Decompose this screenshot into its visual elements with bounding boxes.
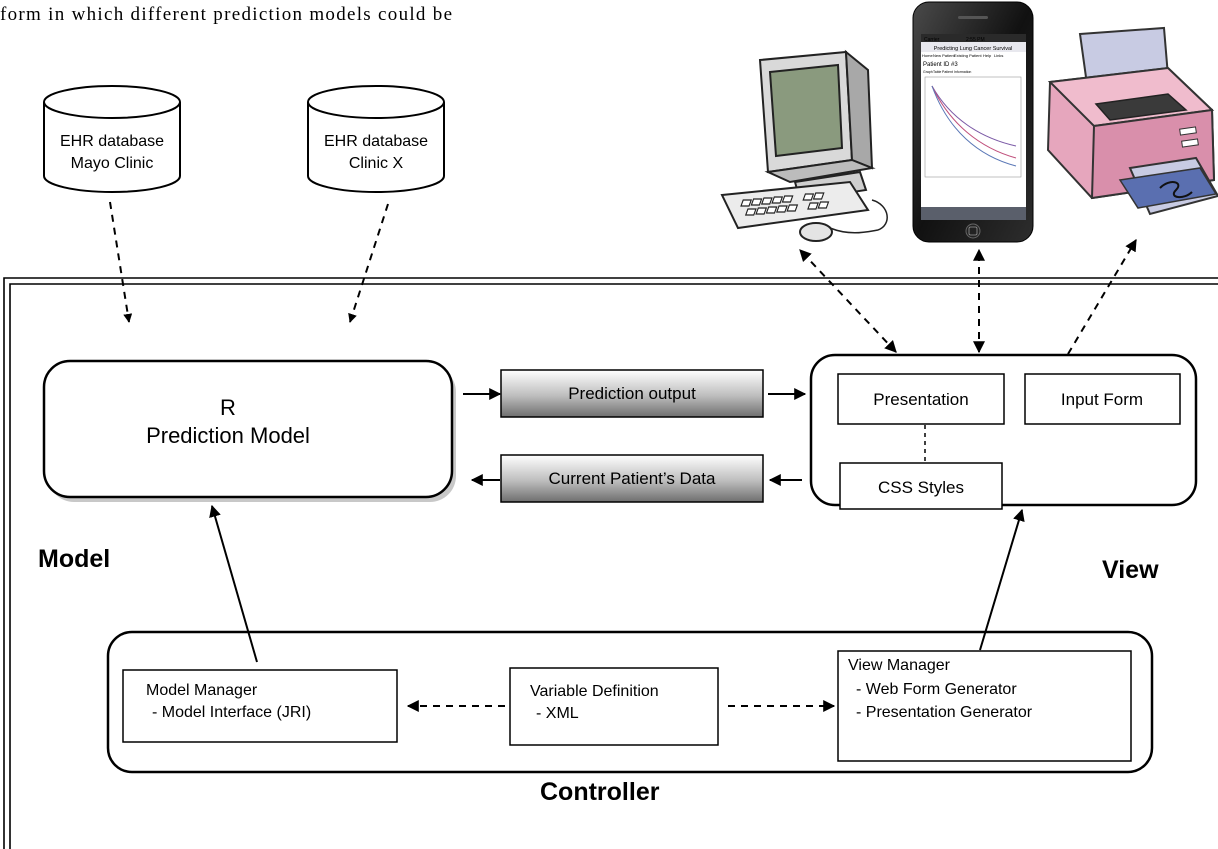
presentation-box bbox=[837, 373, 1005, 425]
view-manager-to-view-arrow bbox=[979, 508, 1025, 651]
variable-definition-box: Variable Definition - XML bbox=[509, 667, 719, 746]
smartphone-icon: Carrier 2:55 PM Predicting Lung Cancer S… bbox=[912, 1, 1034, 243]
model-section-label: Model bbox=[38, 545, 110, 573]
phone-nav-item: Home bbox=[922, 53, 933, 58]
input-form-box bbox=[1024, 373, 1181, 425]
view-manager-box: View Manager - Web Form Generator - Pres… bbox=[837, 650, 1132, 762]
phone-status-carrier: Carrier bbox=[924, 37, 940, 43]
database-label-line1: EHR database bbox=[324, 133, 428, 150]
view-box: Presentation Input Form CSS Styles bbox=[809, 353, 1198, 510]
phone-status-time: 2:55 PM bbox=[966, 37, 985, 43]
header-text: form in which different prediction model… bbox=[0, 4, 452, 25]
computer-icon bbox=[720, 49, 888, 242]
phone-nav-item: New Patient bbox=[933, 53, 955, 58]
database-clinic-x: EHR database Clinic X bbox=[307, 85, 445, 193]
phone-tab: Table bbox=[933, 70, 941, 74]
printer-icon bbox=[1046, 26, 1218, 216]
patient-data-flow: Current Patient’s Data bbox=[470, 454, 802, 503]
view-to-printer-arrow bbox=[1067, 238, 1137, 355]
db1-to-model-arrow bbox=[109, 201, 133, 323]
model-manager-box: Model Manager - Model Interface (JRI) bbox=[122, 669, 398, 743]
prediction-output-flow: Prediction output bbox=[463, 369, 807, 418]
view-manager-title: View Manager bbox=[848, 657, 951, 674]
phone-nav-item: Help bbox=[983, 53, 992, 58]
phone-nav-item: Existing Patient bbox=[954, 53, 982, 58]
database-mayo-clinic: EHR database Mayo Clinic bbox=[43, 85, 181, 193]
phone-tab: Patient Information bbox=[942, 70, 971, 74]
controller-section-label: Controller bbox=[540, 778, 660, 806]
view-section-label: View bbox=[1102, 556, 1159, 584]
view-manager-item: - Web Form Generator bbox=[856, 681, 1017, 698]
presentation-label: Presentation bbox=[873, 390, 968, 409]
model-box: R Prediction Model bbox=[42, 359, 456, 502]
input-form-label: Input Form bbox=[1061, 390, 1143, 409]
view-manager-item: - Presentation Generator bbox=[856, 704, 1033, 721]
phone-tab: Graph bbox=[923, 70, 933, 74]
model-title-line2: Prediction Model bbox=[146, 423, 310, 448]
database-label-line2: Mayo Clinic bbox=[71, 155, 154, 172]
model-title-line1: R bbox=[220, 395, 236, 420]
phone-page-title: Predicting Lung Cancer Survival bbox=[934, 46, 1013, 52]
phone-nav-item: Links bbox=[994, 53, 1003, 58]
prediction-output-label: Prediction output bbox=[568, 384, 696, 403]
phone-patient-id: Patient ID #3 bbox=[923, 62, 958, 68]
css-styles-label: CSS Styles bbox=[878, 478, 964, 497]
patient-data-label: Current Patient’s Data bbox=[549, 469, 716, 488]
db2-to-model-arrow bbox=[348, 203, 389, 323]
variable-definition-item: - XML bbox=[536, 705, 579, 722]
variable-definition-title: Variable Definition bbox=[530, 683, 659, 700]
database-label-line2: Clinic X bbox=[349, 155, 404, 172]
model-manager-title: Model Manager bbox=[146, 682, 258, 699]
model-manager-item: - Model Interface (JRI) bbox=[152, 704, 311, 721]
database-label-line1: EHR database bbox=[60, 133, 164, 150]
view-to-computer-arrow bbox=[799, 249, 897, 353]
css-styles-box bbox=[839, 462, 1003, 510]
model-manager-to-model-arrow bbox=[209, 504, 258, 663]
